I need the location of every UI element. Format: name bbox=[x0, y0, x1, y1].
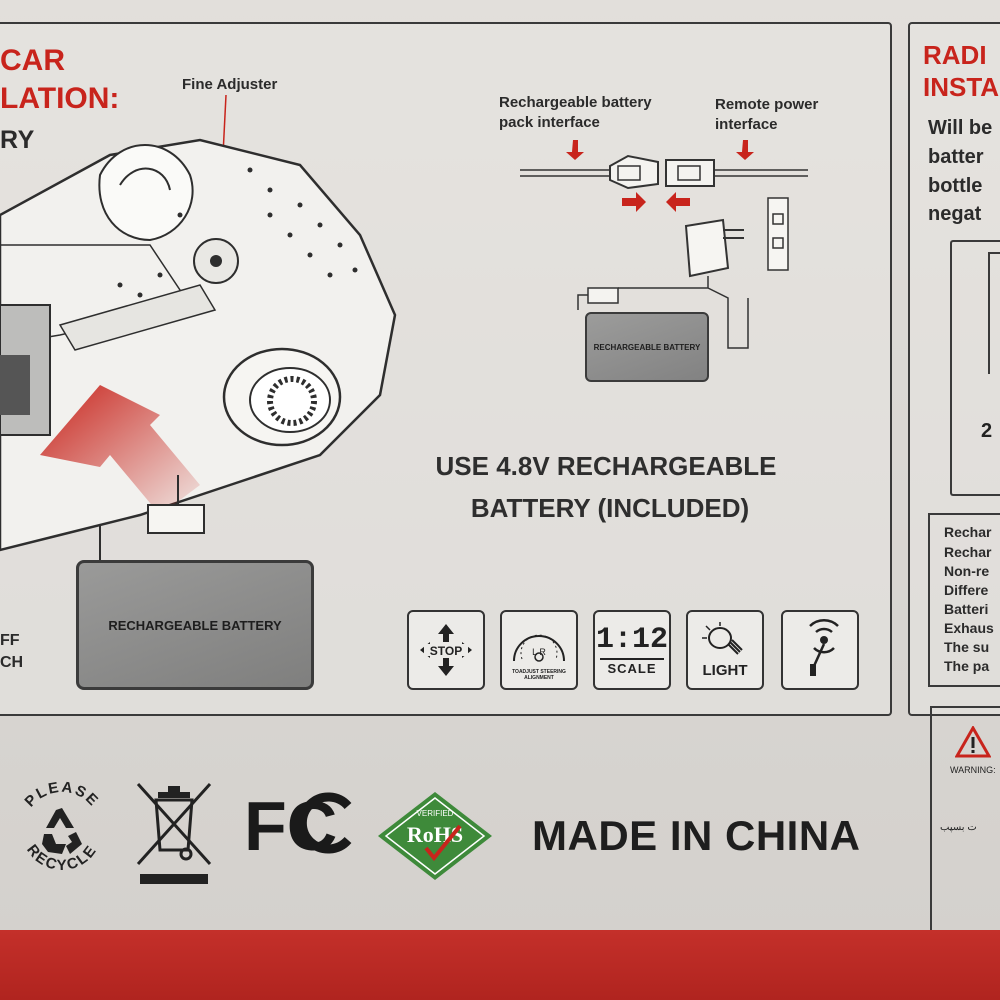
right-inner-diagram bbox=[950, 240, 1000, 496]
battery-small-label: RECHARGEABLE BATTERY bbox=[593, 342, 701, 352]
heading-line1: CAR bbox=[0, 44, 65, 77]
left-text-line2: CH bbox=[0, 654, 24, 671]
right-body-line-2: batter bbox=[928, 146, 984, 168]
right-list-item-3: Non-re bbox=[944, 563, 990, 579]
right-body-line-1: Will be bbox=[928, 117, 993, 139]
right-list-item-5: Batteri bbox=[944, 601, 989, 617]
right-list-item-7: The su bbox=[944, 639, 990, 655]
battery-pack-interface-label-2: pack interface bbox=[499, 114, 600, 131]
please-recycle-icon: PLEASE RECYCLE bbox=[21, 779, 102, 875]
scale-label: SCALE bbox=[607, 661, 657, 676]
scale-value: 1:12 bbox=[595, 623, 668, 657]
stop-text: STOP bbox=[430, 644, 462, 658]
remote-power-label-2: interface bbox=[715, 116, 778, 133]
right-list-item-8: The pa bbox=[944, 658, 990, 674]
right-list-item-6: Exhaus bbox=[944, 620, 994, 636]
right-list-box bbox=[928, 513, 1000, 687]
rohs-verified-text: VERIFIED bbox=[417, 809, 454, 818]
made-in-china: MADE IN CHINA bbox=[532, 812, 861, 859]
battery-large-label: RECHARGEABLE BATTERY bbox=[108, 617, 282, 633]
warning-triangle-icon bbox=[955, 726, 991, 758]
right-body-line-3: bottle bbox=[928, 175, 983, 197]
connector-diagram bbox=[520, 140, 808, 349]
warning-label: WARNING: bbox=[950, 765, 996, 775]
right-list-item-2: Rechar bbox=[944, 544, 992, 560]
fcc-logo-icon: FC bbox=[244, 790, 352, 856]
right-heading-2: INSTA bbox=[923, 72, 1000, 102]
battery-pack-interface-label-1: Rechargeable battery bbox=[499, 94, 652, 111]
heading-line3: RY bbox=[0, 126, 35, 154]
weee-bin-icon bbox=[136, 782, 212, 884]
arabic-text: ت بسپب bbox=[940, 822, 977, 833]
steering-alignment-label: TOADJUST STEERING ALIGNMENT bbox=[512, 669, 566, 681]
heading-line2: LATION: bbox=[0, 82, 120, 115]
right-step-number: 2 bbox=[981, 420, 993, 442]
recycle-top-text: PLEASE bbox=[21, 779, 100, 811]
right-inner-detail bbox=[988, 252, 1000, 374]
antenna-icon bbox=[781, 610, 859, 690]
svg-text:PLEASE: PLEASE bbox=[21, 779, 102, 811]
steering-alignment-icon: L R TOADJUST STEERING ALIGNMENT bbox=[500, 610, 578, 690]
rechargeable-battery-small: RECHARGEABLE BATTERY bbox=[585, 312, 709, 382]
stop-icon: STOP bbox=[407, 610, 485, 690]
use-battery-line1: USE 4.8V RECHARGEABLE bbox=[435, 451, 777, 481]
fine-adjuster-label: Fine Adjuster bbox=[182, 76, 278, 93]
use-battery-line2: BATTERY (INCLUDED) bbox=[470, 493, 750, 523]
red-band bbox=[0, 930, 1000, 1000]
right-list-item-4: Differe bbox=[944, 582, 989, 598]
rechargeable-battery-large: RECHARGEABLE BATTERY bbox=[76, 560, 314, 690]
left-text-line1: FF bbox=[0, 632, 20, 649]
remote-power-label-1: Remote power bbox=[715, 96, 819, 113]
scale-icon: 1:12 SCALE bbox=[593, 610, 671, 690]
right-list-item-1: Rechar bbox=[944, 524, 992, 540]
steering-dial-text: L R bbox=[532, 647, 546, 657]
right-heading-1: RADI bbox=[923, 40, 987, 70]
light-label: LIGHT bbox=[702, 661, 748, 679]
rohs-verified-icon: VERIFIED RoHS bbox=[378, 792, 492, 880]
radio-installation-panel bbox=[908, 22, 1000, 716]
right-body-line-4: negat bbox=[928, 203, 982, 225]
light-icon: LIGHT bbox=[686, 610, 764, 690]
car-chassis-illustration bbox=[0, 95, 397, 566]
